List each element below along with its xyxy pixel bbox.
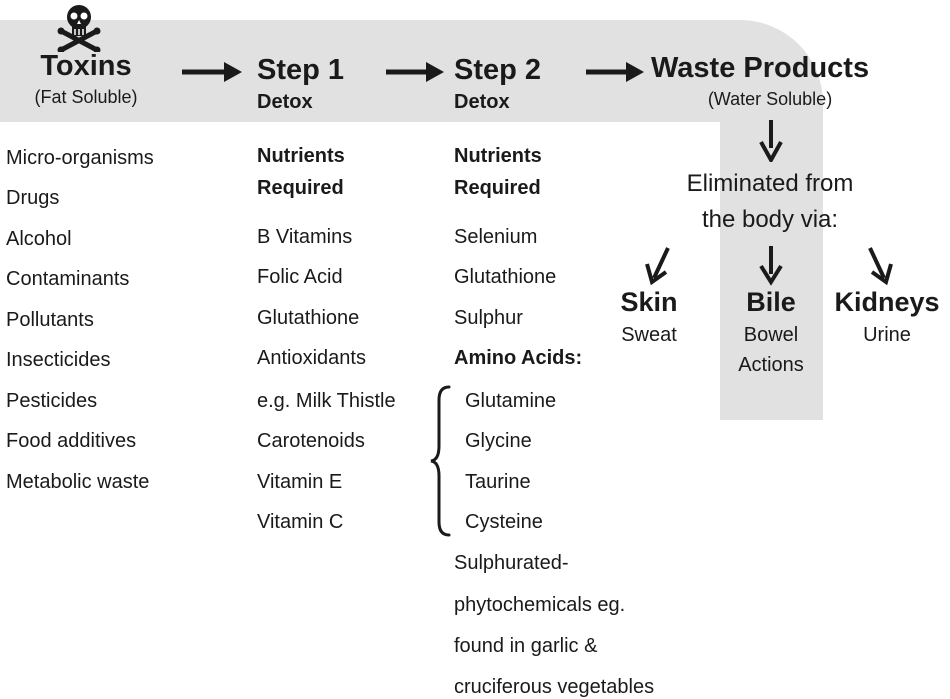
amino-acid-item: Taurine	[465, 471, 531, 493]
route-skin-detail: Sweat	[621, 324, 677, 346]
arrow-right-icon	[182, 62, 242, 82]
step1-item: Carotenoids	[257, 430, 365, 452]
waste-title: Waste Products	[651, 52, 870, 84]
route-skin-name: Skin	[620, 287, 678, 317]
arrow-down-icon	[759, 246, 783, 286]
toxin-item: Pesticides	[6, 390, 98, 412]
step2-title: Step 2	[454, 54, 542, 86]
arrow-right-icon	[586, 62, 644, 82]
step2-extra-line: Sulphurated-	[454, 552, 569, 574]
toxins-subtitle: (Fat Soluble)	[34, 87, 138, 107]
step2-item: Selenium	[454, 226, 538, 248]
toxin-item: Food additives	[6, 430, 137, 452]
eliminated-text: Eliminated from	[686, 170, 854, 197]
step2-extra-line: cruciferous vegetables	[454, 676, 655, 698]
amino-acid-item: Glutamine	[465, 390, 557, 412]
step1-item: B Vitamins	[257, 226, 353, 248]
curly-brace-icon	[430, 385, 451, 537]
flow-band-shape	[0, 20, 823, 420]
step1-nutrients-heading: Nutrients	[257, 145, 345, 167]
route-bile-detail: Actions	[738, 354, 804, 376]
route-bile-detail: Bowel	[743, 324, 799, 346]
toxin-item: Micro-organisms	[6, 147, 154, 169]
toxin-item: Contaminants	[6, 268, 130, 290]
route-kidneys-detail: Urine	[863, 324, 911, 346]
step1-item: Antioxidants	[257, 347, 366, 369]
step1-subtitle: Detox	[257, 91, 313, 113]
toxin-item: Metabolic waste	[6, 471, 150, 493]
route-kidneys-name: Kidneys	[834, 287, 940, 317]
step1-item: Glutathione	[257, 307, 360, 329]
eliminated-text: the body via:	[701, 206, 839, 233]
toxins-title: Toxins	[40, 50, 132, 82]
amino-acids-heading: Amino Acids:	[454, 347, 583, 369]
toxin-item: Pollutants	[6, 309, 94, 331]
route-bile-name: Bile	[746, 287, 796, 317]
step2-extra-line: phytochemicals eg.	[454, 594, 626, 616]
step1-item: e.g. Milk Thistle	[257, 390, 396, 412]
step1-nutrients-heading: Required	[257, 177, 344, 199]
toxin-item: Drugs	[6, 187, 60, 209]
waste-subtitle: (Water Soluble)	[707, 89, 833, 109]
step1-item: Vitamin C	[257, 511, 344, 533]
step2-item: Sulphur	[454, 307, 523, 329]
step2-nutrients-heading: Nutrients	[454, 145, 542, 167]
arrow-right-icon	[386, 62, 444, 82]
step2-nutrients-heading: Required	[454, 177, 541, 199]
arrow-down-icon	[759, 120, 783, 162]
arrow-down-right-icon	[868, 247, 893, 286]
toxin-item: Alcohol	[6, 228, 72, 250]
step2-extra-line: found in garlic &	[454, 635, 598, 657]
step2-subtitle: Detox	[454, 91, 510, 113]
skull-crossbones-icon	[57, 5, 101, 52]
toxin-item: Insecticides	[6, 349, 111, 371]
amino-acid-item: Cysteine	[465, 511, 543, 533]
step1-title: Step 1	[257, 54, 345, 86]
step2-item: Glutathione	[454, 266, 557, 288]
step1-item: Folic Acid	[257, 266, 343, 288]
amino-acid-item: Glycine	[465, 430, 532, 452]
arrow-down-left-icon	[645, 247, 670, 286]
step1-item: Vitamin E	[257, 471, 343, 493]
